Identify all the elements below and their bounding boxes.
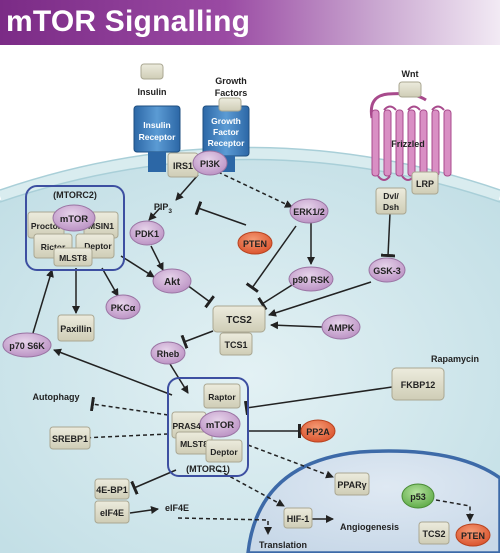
pp2a-oval: PP2A <box>300 419 336 443</box>
svg-text:Dvl/: Dvl/ <box>383 191 399 201</box>
lrp-box: LRP <box>411 171 439 195</box>
svg-text:p90 RSK: p90 RSK <box>292 275 330 285</box>
svg-text:Rheb: Rheb <box>157 349 180 359</box>
svg-text:PRAS40: PRAS40 <box>172 421 205 431</box>
svg-text:eIF4E: eIF4E <box>100 508 124 518</box>
pip3-label: PIP3 <box>154 202 173 215</box>
ampk-oval: AMPK <box>321 314 361 340</box>
growth-factors-label: Growth <box>215 76 247 86</box>
fkbp12-box: FKBP12 <box>391 367 445 401</box>
svg-text:Paxillin: Paxillin <box>60 324 92 334</box>
svg-text:FKBP12: FKBP12 <box>401 380 436 390</box>
insulin-receptor: Insulin Receptor <box>133 105 181 172</box>
erk12-oval: ERK1/2 <box>289 198 329 224</box>
tcs1-box: TCS1 <box>219 332 253 356</box>
svg-text:SREBP1: SREBP1 <box>52 434 88 444</box>
frizzled-receptor: Frizzled <box>369 92 452 181</box>
insulin-ligand <box>140 63 164 80</box>
svg-text:p53: p53 <box>410 492 426 502</box>
svg-text:(MTORC1): (MTORC1) <box>186 464 230 474</box>
svg-text:Growth: Growth <box>211 116 241 126</box>
svg-text:Receptor: Receptor <box>139 132 177 142</box>
pkca-oval: PKCα <box>105 294 141 320</box>
svg-text:Akt: Akt <box>164 277 181 288</box>
svg-text:AMPK: AMPK <box>328 323 355 333</box>
svg-text:Proctor: Proctor <box>31 221 62 231</box>
svg-text:TCS2: TCS2 <box>226 315 252 326</box>
growth-factor-ligand <box>218 97 242 112</box>
akt-oval: Akt <box>152 268 192 294</box>
svg-text:PP2A: PP2A <box>306 427 330 437</box>
svg-text:Rictor: Rictor <box>41 242 66 252</box>
svg-text:MLST8: MLST8 <box>180 439 208 449</box>
svg-text:PDK1: PDK1 <box>135 229 159 239</box>
svg-text:Dsh: Dsh <box>383 202 399 212</box>
mtorc1-complex: Raptor PRAS40 MLST8 Deptor mTOR (MTORC1) <box>167 377 249 477</box>
svg-text:Receptor: Receptor <box>208 138 246 148</box>
rheb-oval: Rheb <box>150 341 186 365</box>
tcs2-box: TCS2 <box>212 305 266 333</box>
svg-text:(MTORC2): (MTORC2) <box>53 190 97 200</box>
svg-text:HIF-1: HIF-1 <box>287 514 310 524</box>
svg-text:PI3K: PI3K <box>200 159 221 169</box>
svg-text:mTOR: mTOR <box>206 420 234 431</box>
tcs2-nucleus-box: TCS2 <box>418 521 450 545</box>
wnt-label: Wnt <box>402 69 419 79</box>
svg-text:mTOR: mTOR <box>60 214 88 225</box>
svg-text:Deptor: Deptor <box>84 241 112 251</box>
title-banner: mTOR Signalling <box>0 0 500 45</box>
hif1-box: HIF-1 <box>283 507 313 529</box>
svg-text:MSIN1: MSIN1 <box>88 221 114 231</box>
p53-oval: p53 <box>401 483 435 509</box>
insulin-label: Insulin <box>138 87 167 97</box>
eif4e-box: eIF4E <box>94 500 130 524</box>
autophagy-label: Autophagy <box>33 392 80 402</box>
eif4e-label: eIF4E <box>165 503 189 513</box>
svg-text:MLST8: MLST8 <box>59 253 87 263</box>
pten-top-oval: PTEN <box>237 231 273 255</box>
angiogenesis-label: Angiogenesis <box>340 522 399 532</box>
p90rsk-oval: p90 RSK <box>288 266 334 292</box>
svg-text:PIP3: PIP3 <box>154 202 173 215</box>
svg-text:Raptor: Raptor <box>208 392 236 402</box>
mtor-pathway-diagram: Insulin Receptor Growth Factor Receptor … <box>0 63 500 553</box>
svg-text:Insulin: Insulin <box>143 120 170 130</box>
svg-text:Factors: Factors <box>215 88 248 98</box>
svg-text:PTEN: PTEN <box>461 531 485 541</box>
svg-text:PTEN: PTEN <box>243 239 267 249</box>
mtorc2-complex: (MTORC2) MSIN1 Proctor Rictor Deptor MLS… <box>25 185 125 271</box>
svg-text:PPARγ: PPARγ <box>337 480 366 490</box>
pten-nucleus-oval: PTEN <box>455 523 491 547</box>
4ebp1-box: 4E-BP1 <box>94 478 130 500</box>
ppar-box: PPARγ <box>334 472 370 496</box>
page-title: mTOR Signalling <box>6 5 251 38</box>
svg-text:ERK1/2: ERK1/2 <box>293 207 325 217</box>
wnt-ligand <box>398 81 422 98</box>
rapamycin-label: Rapamycin <box>431 354 479 364</box>
svg-text:Factor: Factor <box>213 127 240 137</box>
translation-label: Translation <box>259 540 307 550</box>
srebp1-box: SREBP1 <box>49 426 91 450</box>
svg-text:Frizzled: Frizzled <box>391 139 425 149</box>
pi3k-oval: PI3K <box>192 150 228 176</box>
svg-text:p70 S6K: p70 S6K <box>9 341 45 351</box>
svg-text:4E-BP1: 4E-BP1 <box>96 485 128 495</box>
gsk3-oval: GSK-3 <box>368 257 406 283</box>
svg-text:LRP: LRP <box>416 179 434 189</box>
svg-text:IRS1: IRS1 <box>173 161 193 171</box>
paxillin-box: Paxillin <box>57 314 95 342</box>
pdk1-oval: PDK1 <box>129 220 165 246</box>
p70s6k-oval: p70 S6K <box>2 332 52 358</box>
svg-text:TCS2: TCS2 <box>422 529 445 539</box>
svg-text:Deptor: Deptor <box>210 447 238 457</box>
svg-text:TCS1: TCS1 <box>224 340 247 350</box>
svg-text:PKCα: PKCα <box>111 303 136 313</box>
svg-text:GSK-3: GSK-3 <box>373 266 401 276</box>
dvl-box: Dvl/ Dsh <box>375 187 407 215</box>
